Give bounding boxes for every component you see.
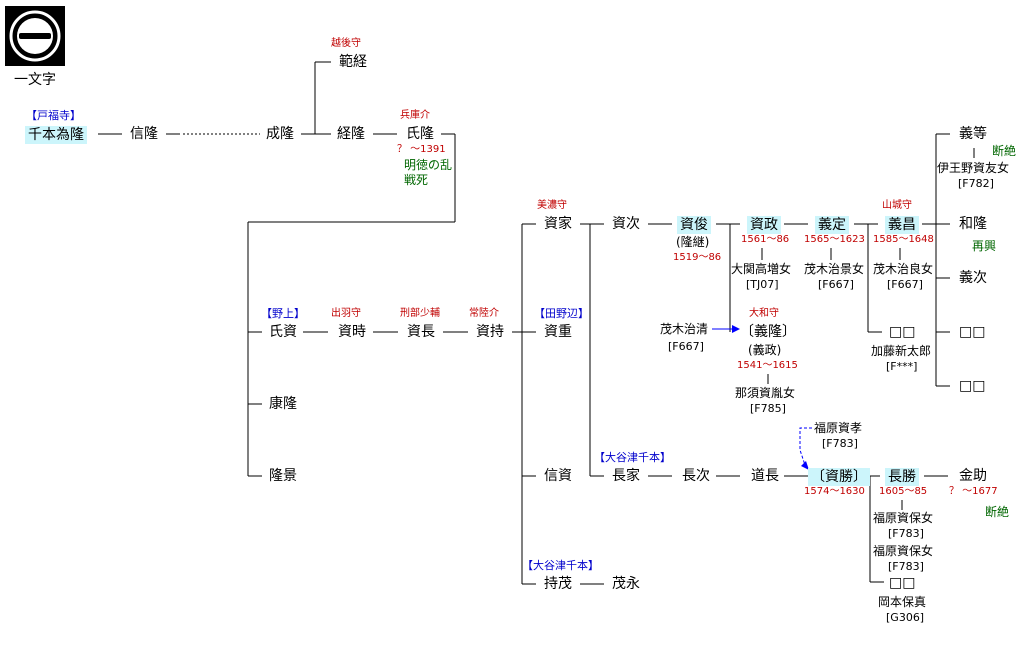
- family-code: [F667]: [668, 340, 704, 353]
- family-code: [F783]: [888, 560, 924, 573]
- ichimonji-crest-icon: [5, 6, 65, 66]
- family-code: [F667]: [818, 278, 854, 291]
- adoptee-name: 茂木治清: [660, 322, 709, 336]
- family-code: [G306]: [886, 611, 925, 624]
- life-years: 1605～85: [879, 486, 928, 497]
- family-code: [F783]: [822, 437, 858, 450]
- spouse-name: 加藤新太郎: [871, 344, 932, 358]
- official-title: 越後守: [331, 38, 361, 49]
- branch-label: 【田野辺】: [534, 307, 589, 320]
- person-unknown-daughter: □□: [889, 324, 916, 340]
- official-title: 山城守: [882, 200, 912, 211]
- official-title: 兵庫介: [400, 110, 430, 121]
- person-tsunetaka: 経隆: [337, 126, 365, 142]
- person-yoshitomo: 義等: [959, 126, 987, 142]
- adopt-fukuhara: [799, 427, 812, 466]
- person-nagakatsu: 長勝: [885, 468, 919, 486]
- person-nagaie: 長家: [612, 468, 640, 484]
- life-years: 1541～1615: [737, 360, 798, 371]
- person-kanesuke: 金助: [959, 468, 987, 484]
- person-yasutaka: 康隆: [269, 396, 297, 412]
- person-unknown-daughter: □□: [889, 575, 916, 591]
- person-sukemasa: 資政: [747, 216, 781, 234]
- spouse-name: 茂木治良女: [873, 262, 934, 276]
- family-code: [F***]: [886, 360, 918, 373]
- alias-name: (隆継): [676, 235, 710, 249]
- life-years: 1561～86: [741, 234, 790, 245]
- spouse-name: 大関高増女: [731, 262, 792, 276]
- person-naritaka: 成隆: [266, 126, 294, 142]
- person-sukekatsu: 〔資勝〕: [808, 468, 870, 486]
- person-sukeshige: 資重: [544, 324, 572, 340]
- person-unknown-son: □□: [959, 324, 986, 340]
- person-nagatsugu: 長次: [682, 468, 710, 484]
- life-years: 1574～1630: [804, 486, 865, 497]
- arrow-fukuhara: [801, 461, 809, 470]
- person-norihisa: 範経: [339, 54, 367, 70]
- family-code: [F783]: [888, 527, 924, 540]
- life-years: 1519～86: [673, 252, 722, 263]
- branch-label: 【大谷津千本】: [522, 559, 599, 572]
- person-takakage: 隆景: [269, 468, 297, 484]
- person-mochishige: 持茂: [544, 576, 572, 592]
- branch-label: 【野上】: [261, 307, 305, 320]
- family-code: [F667]: [887, 278, 923, 291]
- branch-label: 【戸福寺】: [26, 109, 81, 122]
- life-years: 1585～1648: [873, 234, 934, 245]
- person-yoshisada: 義定: [815, 216, 849, 234]
- person-tameta: 千本為隆: [25, 126, 87, 144]
- person-sukeie: 資家: [544, 216, 572, 232]
- spouse-name: 茂木治景女: [804, 262, 865, 276]
- official-title: 大和守: [749, 308, 779, 319]
- person-sukenaga: 資長: [407, 324, 435, 340]
- family-code: [TJ07]: [746, 278, 779, 291]
- arrow-harukiyo: [732, 325, 740, 333]
- person-suketoki: 資時: [338, 324, 366, 340]
- person-kazutaka: 和隆: [959, 216, 987, 232]
- status-note: 再興: [972, 239, 997, 253]
- official-title: 出羽守: [331, 308, 361, 319]
- event-note: 明徳の乱: [404, 158, 453, 172]
- spouse-name: 岡本保真: [878, 595, 927, 609]
- official-title: 常陸介: [469, 308, 499, 319]
- spouse-name: 福原資保女: [873, 544, 934, 558]
- person-shigenaga: 茂永: [612, 576, 640, 592]
- spouse-name: 那須資胤女: [735, 386, 796, 400]
- status-note: 断絶: [992, 144, 1017, 158]
- person-unknown-son: □□: [959, 378, 986, 394]
- life-years: 1565～1623: [804, 234, 865, 245]
- person-ujitaka: 氏隆: [406, 126, 434, 142]
- family-code: [F785]: [750, 402, 786, 415]
- crest-caption: 一文字: [14, 72, 56, 88]
- alias-name: (義政): [748, 343, 782, 357]
- official-title: 美濃守: [537, 200, 567, 211]
- person-ujisuke: 氏資: [269, 324, 297, 340]
- person-yoshimasa: 義昌: [885, 216, 919, 234]
- person-nobusuke: 信資: [544, 468, 572, 484]
- adoptee-name: 福原資孝: [814, 421, 863, 435]
- branch-label: 【大谷津千本】: [594, 451, 671, 464]
- spouse-name: 福原資保女: [873, 511, 934, 525]
- person-suketsugu: 資次: [612, 216, 640, 232]
- family-code: [F782]: [958, 177, 994, 190]
- life-years: ？ ～1391: [397, 144, 446, 155]
- life-years: ？ ～1677: [949, 486, 998, 497]
- person-michinaga: 道長: [751, 468, 779, 484]
- person-yoshitsugu: 義次: [959, 270, 987, 286]
- person-suketoshi: 資俊: [677, 216, 711, 234]
- person-nobutaka: 信隆: [130, 126, 158, 142]
- event-note: 戦死: [404, 173, 429, 187]
- person-yoshitaka: 〔義隆〕: [740, 324, 796, 340]
- official-title: 刑部少輔: [400, 308, 440, 319]
- spouse-name: 伊王野資友女: [937, 161, 1010, 175]
- person-suketomo: 資持: [476, 324, 504, 340]
- status-note: 断絶: [985, 505, 1010, 519]
